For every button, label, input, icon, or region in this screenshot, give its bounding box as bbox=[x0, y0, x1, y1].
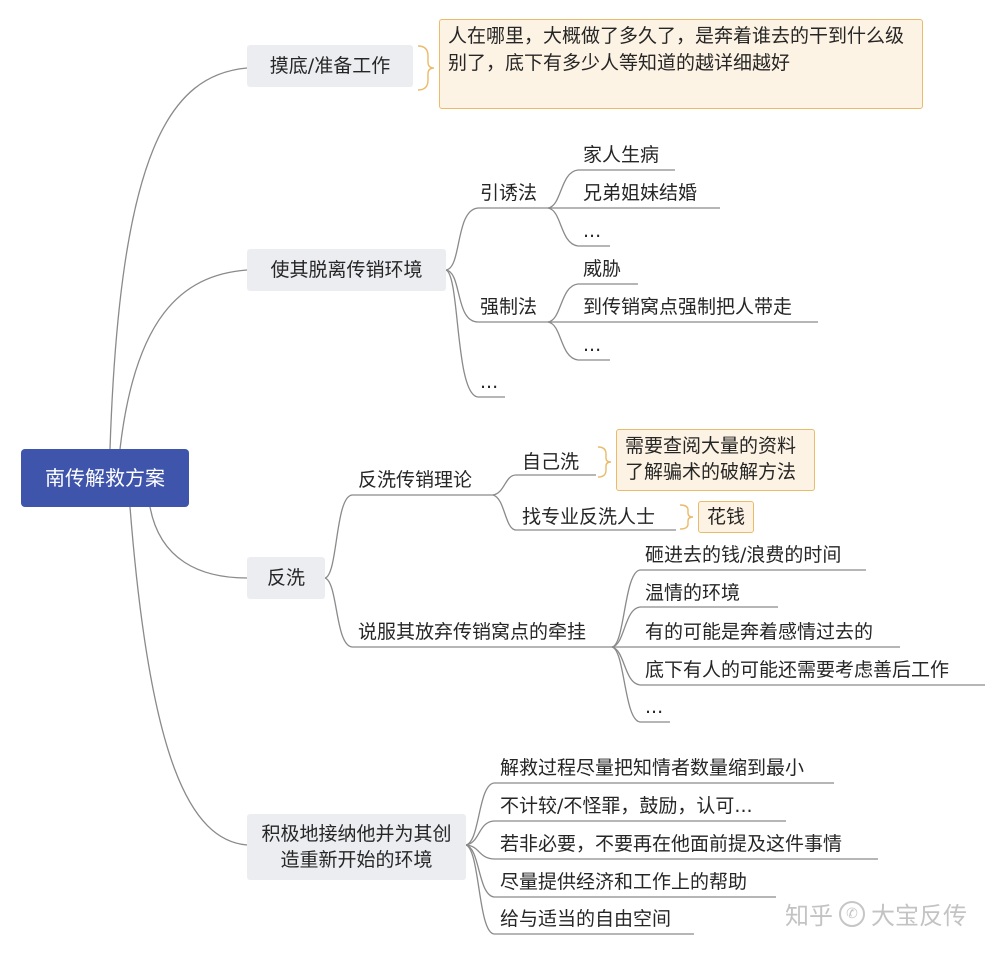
link-root-branch3 bbox=[149, 506, 248, 579]
link-b3-theory bbox=[324, 494, 353, 579]
lure-item-2[interactable]: 兄弟姐妹结婚 bbox=[583, 182, 698, 204]
link-b2-force bbox=[445, 269, 479, 323]
accept-item-2[interactable]: 不计较/不怪罪，鼓励，认可... bbox=[500, 795, 753, 817]
brace-self-wash bbox=[597, 446, 612, 478]
watermark-handle: 大宝反传 bbox=[871, 902, 967, 930]
link-force-3 bbox=[547, 321, 579, 361]
link-root-branch4 bbox=[129, 506, 248, 846]
force-item-3[interactable]: ... bbox=[583, 334, 602, 356]
method-etc[interactable]: ... bbox=[480, 371, 499, 393]
persuade-item-4[interactable]: 底下有人的可能还需要考虑善后工作 bbox=[645, 659, 950, 681]
note-preparation: 人在哪里，大概做了多久了，是奔着谁去的干到什么级别了，底下有多少人等知道的越详细… bbox=[439, 19, 923, 109]
branch-preparation[interactable]: 摸底/准备工作 bbox=[247, 45, 413, 87]
lure-item-1[interactable]: 家人生病 bbox=[583, 144, 660, 166]
sub-persuade[interactable]: 说服其放弃传销窝点的牵挂 bbox=[358, 621, 587, 643]
force-item-2[interactable]: 到传销窝点强制把人带走 bbox=[583, 296, 793, 318]
brace-pro-wash bbox=[679, 504, 694, 530]
persuade-item-3[interactable]: 有的可能是奔着感情过去的 bbox=[645, 621, 874, 643]
lure-item-3[interactable]: ... bbox=[583, 220, 602, 242]
note-pro-wash: 花钱 bbox=[698, 501, 754, 533]
link-b2-etc bbox=[445, 269, 479, 398]
accept-item-3[interactable]: 若非必要，不要再在他面前提及这件事情 bbox=[500, 833, 843, 855]
watermark-site: 知乎 bbox=[785, 902, 833, 930]
persuade-item-2[interactable]: 温情的环境 bbox=[645, 582, 741, 604]
link-root-branch2 bbox=[119, 269, 248, 450]
link-root-branch1 bbox=[109, 67, 248, 450]
sub-counter-theory[interactable]: 反洗传销理论 bbox=[358, 469, 473, 491]
branch-accept-restart[interactable]: 积极地接纳他并为其创造重新开始的环境 bbox=[247, 814, 466, 880]
wechat-logo-icon: ✆ bbox=[839, 900, 865, 927]
branch-counter-wash[interactable]: 反洗 bbox=[247, 557, 325, 599]
root-node[interactable]: 南传解救方案 bbox=[21, 449, 189, 507]
watermark: 知乎 ✆ 大宝反传 bbox=[785, 896, 967, 931]
note-self-wash: 需要查阅大量的资料了解骗术的破解方法 bbox=[616, 429, 815, 491]
branch-leave-environment[interactable]: 使其脱离传销环境 bbox=[247, 249, 446, 291]
brace-branch1 bbox=[417, 45, 435, 91]
accept-item-1[interactable]: 解救过程尽量把知情者数量缩到最小 bbox=[500, 757, 805, 779]
link-b3-persuade bbox=[324, 577, 353, 648]
link-force-1 bbox=[547, 283, 579, 323]
self-wash[interactable]: 自己洗 bbox=[522, 451, 580, 473]
persuade-item-5[interactable]: ... bbox=[645, 696, 664, 718]
accept-item-4[interactable]: 尽量提供经济和工作上的帮助 bbox=[500, 871, 748, 893]
force-item-1[interactable]: 威胁 bbox=[583, 258, 622, 280]
persuade-item-1[interactable]: 砸进去的钱/浪费的时间 bbox=[645, 544, 842, 566]
method-lure[interactable]: 引诱法 bbox=[480, 182, 538, 204]
link-lure-1 bbox=[547, 169, 579, 209]
pro-wash[interactable]: 找专业反洗人士 bbox=[522, 506, 656, 528]
method-force[interactable]: 强制法 bbox=[480, 296, 538, 318]
link-b2-lure bbox=[445, 207, 479, 271]
link-lure-3 bbox=[547, 207, 579, 247]
accept-item-5[interactable]: 给与适当的自由空间 bbox=[500, 908, 672, 930]
